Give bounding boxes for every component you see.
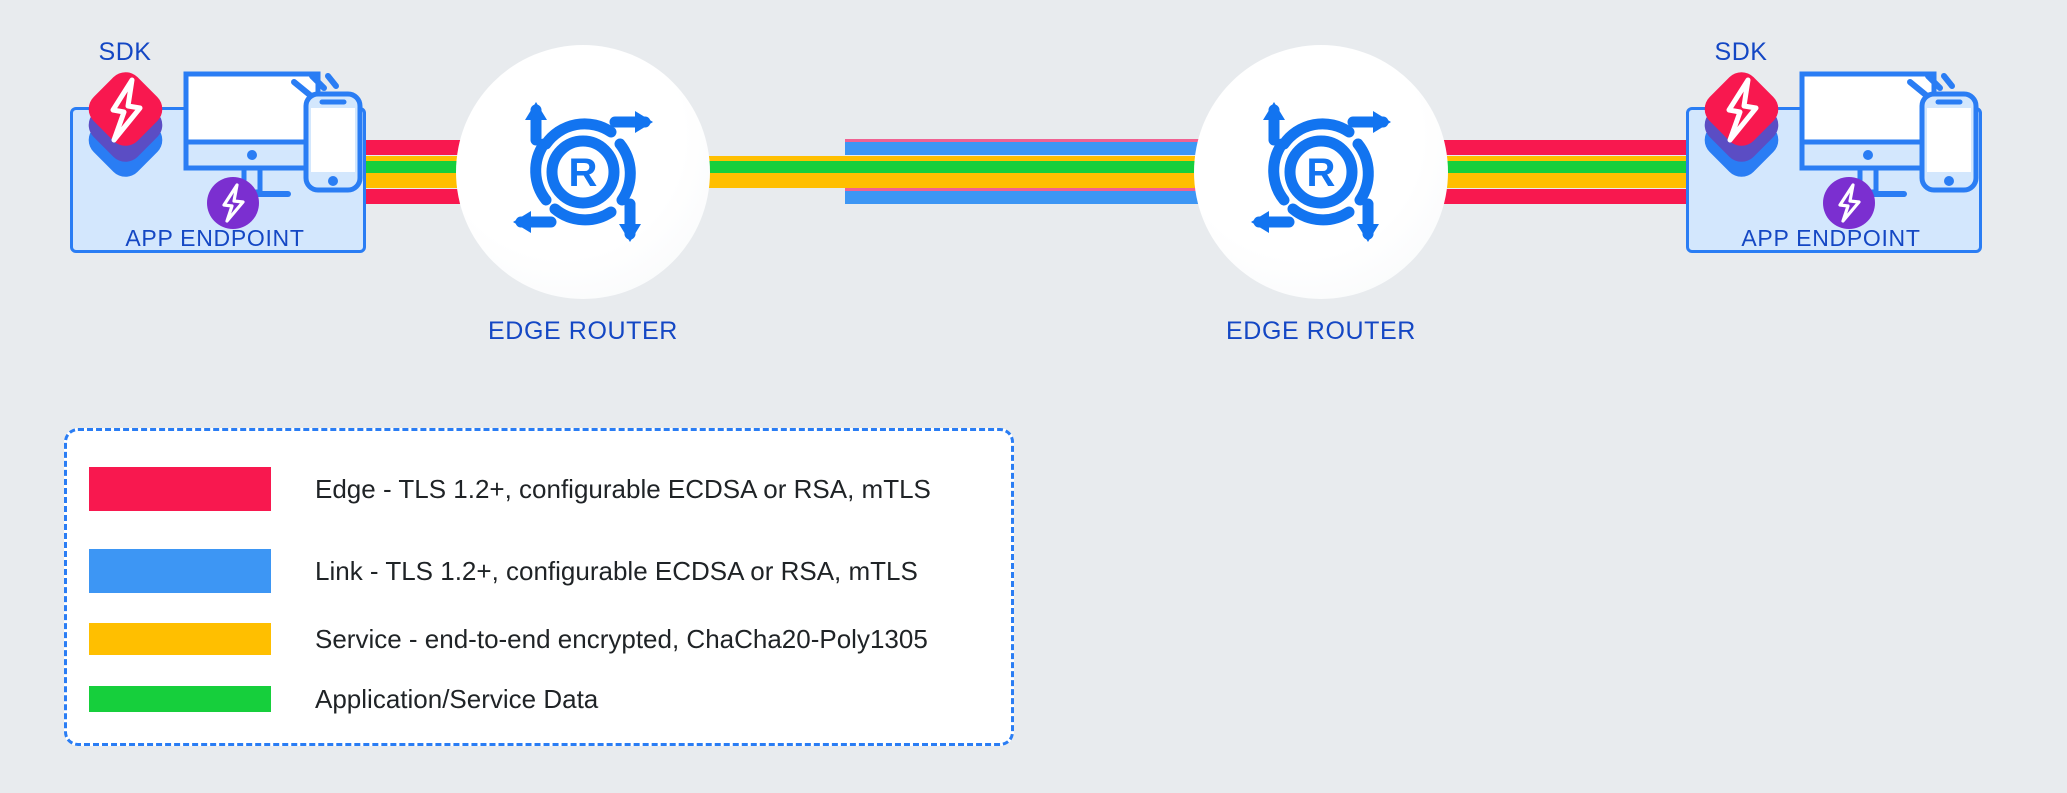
sdk-stack-icon-left (88, 72, 163, 177)
edge-band-bottom-right (1397, 189, 1727, 204)
app-endpoint-left[interactable]: SDK APP ENDPOINT (60, 30, 390, 270)
ziti-bolt-badge-icon-right[interactable] (1821, 175, 1877, 231)
sdk-label-left: SDK (98, 38, 152, 66)
app-endpoint-right[interactable]: SDK APP ENDPOINT (1676, 30, 2006, 270)
legend-swatch-edge (89, 467, 271, 511)
router-arrows-icon-right: R (1251, 102, 1391, 242)
edge-router-left[interactable]: R EDGE ROUTER (456, 45, 710, 345)
link-band-top (845, 142, 1245, 155)
link-hairline-top (845, 139, 1245, 142)
sdk-label-right: SDK (1714, 38, 1768, 66)
router-disc-right (1194, 45, 1448, 299)
edge-band-top-right (1397, 140, 1727, 155)
legend-label-edge: Edge - TLS 1.2+, configurable ECDSA or R… (315, 474, 931, 504)
edge-router-right[interactable]: R EDGE ROUTER (1194, 45, 1448, 345)
link-hairline-bottom (845, 188, 1245, 191)
router-disc-left (456, 45, 710, 299)
link-band-bottom (845, 191, 1245, 204)
legend-label-appdata: Application/Service Data (315, 684, 599, 714)
legend-panel: Edge - TLS 1.2+, configurable ECDSA or R… (64, 428, 1014, 746)
legend-swatch-appdata (89, 686, 271, 712)
desktop-and-phone-icon-right (1799, 71, 1979, 197)
router-label-right: EDGE ROUTER (1226, 317, 1416, 345)
router-label-left: EDGE ROUTER (488, 317, 678, 345)
legend-swatch-link (89, 549, 271, 593)
endpoint-label-left: APP ENDPOINT (125, 225, 305, 251)
legend-swatch-service (89, 623, 271, 655)
router-arrows-icon-left: R (513, 102, 653, 242)
legend-label-link: Link - TLS 1.2+, configurable ECDSA or R… (315, 556, 918, 586)
ziti-bolt-badge-icon-left[interactable] (205, 175, 261, 231)
desktop-and-phone-icon-left (183, 71, 363, 197)
svg-text:R: R (569, 151, 598, 195)
sdk-stack-icon-right (1704, 72, 1779, 177)
endpoint-label-right: APP ENDPOINT (1741, 225, 1921, 251)
legend-label-service: Service - end-to-end encrypted, ChaCha20… (315, 624, 928, 654)
svg-text:R: R (1307, 151, 1336, 195)
